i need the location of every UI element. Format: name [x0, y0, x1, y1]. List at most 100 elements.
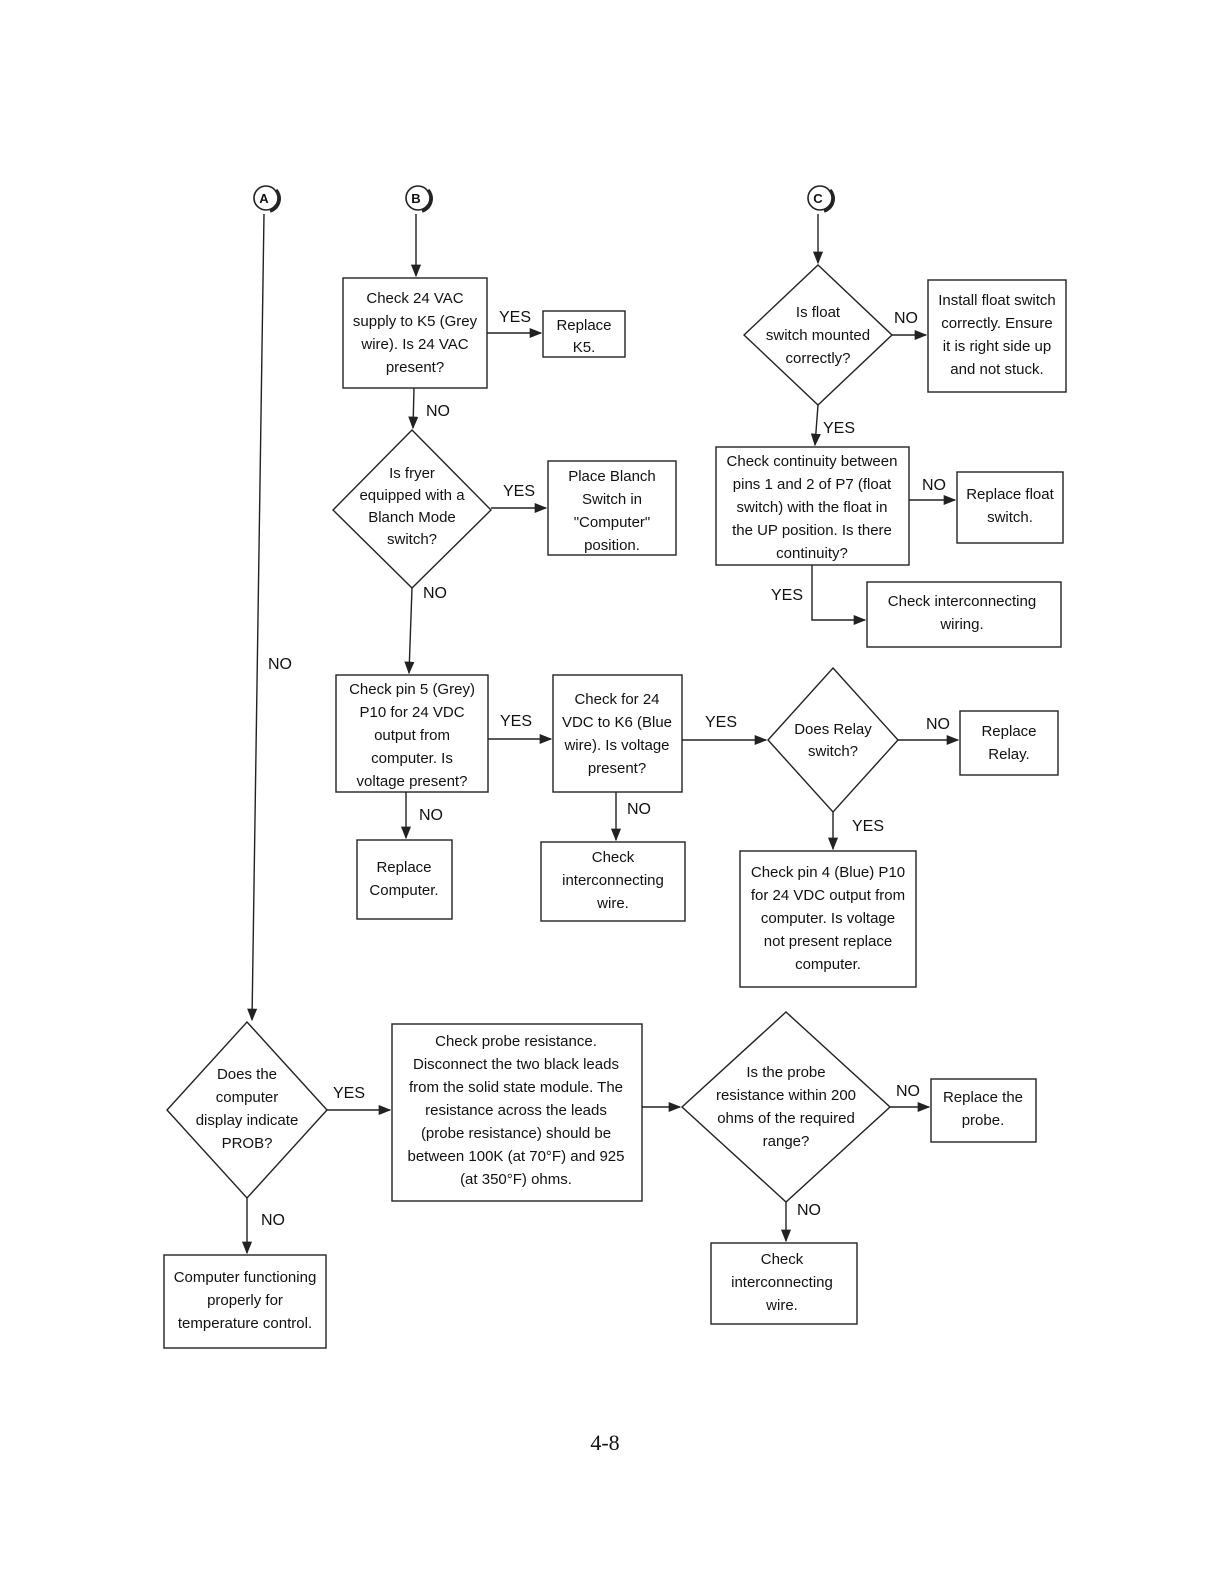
node-text-line: Computer functioning	[174, 1269, 317, 1286]
branch-labels: NO YES NO YES NO YES NO NO YES NO YES NO…	[261, 309, 950, 1229]
label-continuity-yes: YES	[771, 587, 803, 604]
shapes	[163, 264, 1067, 1349]
node-text-line: supply to K5 (Grey	[353, 313, 478, 330]
node-text-line: wire). Is voltage	[563, 737, 669, 754]
node-text-line: not present replace	[764, 933, 892, 950]
label-range-no-down: NO	[797, 1202, 821, 1219]
page-number: 4-8	[590, 1430, 619, 1455]
node-text-line: between 100K (at 70°F) and 925	[408, 1148, 625, 1165]
node-text-line: pins 1 and 2 of P7 (float	[733, 476, 892, 493]
node-text-line: computer	[216, 1089, 279, 1106]
connector-c: C	[807, 185, 835, 213]
connector-c-label: C	[813, 191, 823, 206]
node-text-line: Check pin 5 (Grey)	[349, 681, 475, 698]
node-text-line: resistance within 200	[716, 1087, 856, 1104]
label-blanch-no: NO	[423, 585, 447, 602]
replace-float-box	[956, 471, 1064, 544]
install-float-text: Install float switch correctly. Ensure it …	[938, 292, 1056, 378]
node-text-line: switch?	[808, 743, 858, 760]
check-24vac-k5-text: Check 24 VAC supply to K5 (Grey wire). Is …	[353, 290, 478, 376]
check-k6-box	[552, 674, 683, 793]
node-text-line: Switch in	[582, 491, 642, 508]
label-pin5-no: NO	[419, 807, 443, 824]
label-prob-no: NO	[261, 1212, 285, 1229]
install-float-box	[927, 279, 1067, 393]
line-a-to-prob	[247, 213, 265, 1022]
node-text-line: wiring.	[939, 616, 983, 633]
connector-a: A	[253, 185, 281, 213]
node-text-line: correctly?	[785, 350, 850, 367]
node-text-line: switch.	[987, 509, 1033, 526]
node-text-line: wire.	[765, 1297, 798, 1314]
prob-question-diamond	[166, 1020, 328, 1200]
node-text-line: it is right side up	[943, 338, 1051, 355]
node-text-line: ohms of the required	[717, 1110, 855, 1127]
check-wire-mid-box	[540, 841, 686, 922]
node-text-line: temperature control.	[178, 1315, 312, 1332]
node-text-line: for 24 VDC output from	[751, 887, 905, 904]
check-probe-box	[391, 1023, 643, 1202]
node-text-line: Place Blanch	[568, 468, 656, 485]
node-text-line: position.	[584, 537, 640, 554]
label-relay-no: NO	[926, 716, 950, 733]
node-texts: Check 24 VAC supply to K5 (Grey wire). Is …	[174, 290, 1056, 1332]
check-wiring-box	[866, 581, 1062, 648]
line-24vac-no	[408, 387, 419, 430]
node-text-line: "Computer"	[574, 514, 651, 531]
node-text-line: Is the probe	[746, 1064, 825, 1081]
node-text-line: Computer.	[369, 882, 438, 899]
node-text-line: Replace	[376, 859, 431, 876]
node-text-line: voltage present?	[357, 773, 468, 790]
node-text-line: Check 24 VAC	[366, 290, 463, 307]
node-text-line: present?	[386, 359, 444, 376]
relay-question-diamond	[767, 666, 899, 814]
label-relay-yes: YES	[852, 818, 884, 835]
label-24vac-yes: YES	[499, 309, 531, 326]
node-text-line: Does the	[217, 1066, 277, 1083]
node-text-line: computer.	[795, 956, 861, 973]
node-text-line: Blanch Mode	[368, 509, 456, 526]
node-text-line: Replace	[556, 317, 611, 334]
node-text-line: equipped with a	[359, 487, 465, 504]
check-continuity-box	[715, 446, 910, 566]
node-text-line: (probe resistance) should be	[421, 1125, 611, 1142]
node-text-line: computer. Is voltage	[761, 910, 895, 927]
node-text-line: VDC to K6 (Blue	[562, 714, 672, 731]
node-text-line: interconnecting	[562, 872, 664, 889]
node-text-line: switch?	[387, 531, 437, 548]
label-prob-yes: YES	[333, 1085, 365, 1102]
node-text-line: Check continuity between	[727, 453, 898, 470]
check-pin4-box	[739, 850, 917, 988]
node-text-line: from the solid state module. The	[409, 1079, 623, 1096]
label-a-no: NO	[268, 656, 292, 673]
node-text-line: Check for 24	[574, 691, 659, 708]
place-blanch-box	[547, 460, 677, 556]
line-continuity-yes	[811, 565, 867, 626]
line-blanch-no	[404, 587, 415, 675]
node-text-line: properly for	[207, 1292, 283, 1309]
node-text-line: wire). Is 24 VAC	[360, 336, 468, 353]
node-text-line: correctly. Ensure	[941, 315, 1052, 332]
connector-b-label: B	[411, 191, 420, 206]
label-24vac-no: NO	[426, 403, 450, 420]
check-k6-text: Check for 24 VDC to K6 (Blue wire). Is vol…	[562, 691, 672, 777]
node-text-line: K5.	[573, 339, 596, 356]
node-text-line: Install float switch	[938, 292, 1056, 309]
check-probe-text: Check probe resistance.Disconnect the tw…	[408, 1033, 625, 1188]
replace-probe-box	[930, 1078, 1037, 1143]
line-float-yes	[810, 404, 821, 447]
computer-ok-box	[163, 1254, 327, 1349]
flow-lines	[241, 213, 960, 1255]
label-range-no: NO	[896, 1083, 920, 1100]
label-pin5-yes: YES	[500, 713, 532, 730]
